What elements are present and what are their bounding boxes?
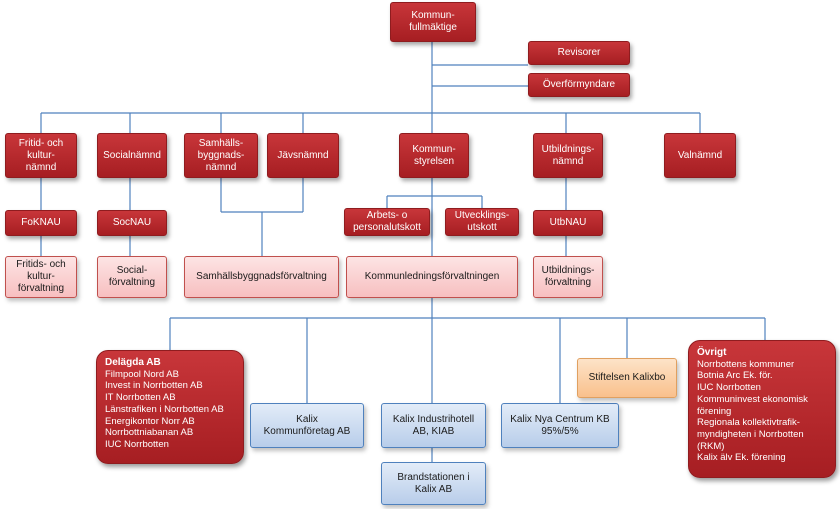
delagda-ab-list-item: Norrbottniabanan AB (105, 427, 194, 439)
delagda-ab-list-item: Energikontor Norr AB (105, 415, 195, 427)
utbildningsnamnd-box[interactable]: Utbildnings- nämnd (533, 133, 603, 178)
kommunstyrelsen-box[interactable]: Kommun- styrelsen (399, 133, 469, 178)
samhallsbyggnadsnamnd-box[interactable]: Samhälls- byggnads- nämnd (184, 133, 258, 178)
delagda-ab-list-item: IT Norrbotten AB (105, 392, 176, 404)
delagda-ab-list-item: Filmpool Nord AB (105, 368, 179, 380)
kalix-nya-centrum-box[interactable]: Kalix Nya Centrum KB 95%/5% (501, 403, 619, 448)
socialnamnd-box[interactable]: Socialnämnd (97, 133, 167, 178)
socialforvaltning-box[interactable]: Social- förvaltning (97, 256, 167, 298)
ovrigt-list-item: Regionala kollektivtrafik-myndigheten i … (697, 417, 804, 452)
javsnamnd-box[interactable]: Jävsnämnd (267, 133, 339, 178)
socnau-box[interactable]: SocNAU (97, 210, 167, 236)
fritid-kultur-namnd-box[interactable]: Fritid- och kultur- nämnd (5, 133, 77, 178)
kommunfullmaktige-box[interactable]: Kommun- fullmäktige (390, 2, 476, 42)
ovrigt-list-item: Kalix älv Ek. förening (697, 452, 786, 464)
ovrigt-list-item: IUC Norrbotten (697, 382, 761, 394)
overformyndare-box[interactable]: Överförmyndare (528, 73, 630, 97)
kalix-industrihotell-box[interactable]: Kalix Industrihotell AB, KIAB (381, 403, 486, 448)
delagda-ab-list-item: Invest in Norrbotten AB (105, 380, 203, 392)
ovrigt-list-item: Kommuninvest ekonomisk förening (697, 393, 808, 417)
utvecklingsutskott-box[interactable]: Utvecklings- utskott (445, 208, 519, 236)
kalix-kommunforetag-box[interactable]: Kalix Kommunföretag AB (250, 403, 364, 448)
valnamnd-box[interactable]: Valnämnd (664, 133, 736, 178)
kommunledningsforvaltningen-box[interactable]: Kommunledningsförvaltningen (346, 256, 518, 298)
fritid-kultur-forvaltning-box[interactable]: Fritids- och kultur- förvaltning (5, 256, 77, 298)
arbets-personalutskott-box[interactable]: Arbets- o personalutskott (344, 208, 430, 236)
utbildningsforvaltning-box[interactable]: Utbildnings- förvaltning (533, 256, 603, 298)
ovrigt-list-item: Norrbottens kommuner (697, 358, 795, 370)
samhallsbyggnadsforvaltning-box[interactable]: Samhällsbyggnadsförvaltning (184, 256, 339, 298)
delagda-ab-list-item: Länstrafiken i Norrbotten AB (105, 403, 224, 415)
delagda-ab-list-item: IUC Norrbotten (105, 438, 169, 450)
utbnau-box[interactable]: UtbNAU (533, 210, 603, 236)
ovrigt-title: Övrigt (697, 347, 727, 358)
revisorer-box[interactable]: Revisorer (528, 41, 630, 65)
ovrigt-list-item: Botnia Arc Ek. för. (697, 370, 773, 382)
brandstationen-box[interactable]: Brandstationen i Kalix AB (381, 462, 486, 505)
foknau-box[interactable]: FoKNAU (5, 210, 77, 236)
delagda-ab-title: Delägda AB (105, 357, 161, 368)
stiftelsen-kalixbo-box[interactable]: Stiftelsen Kalixbo (577, 358, 677, 398)
